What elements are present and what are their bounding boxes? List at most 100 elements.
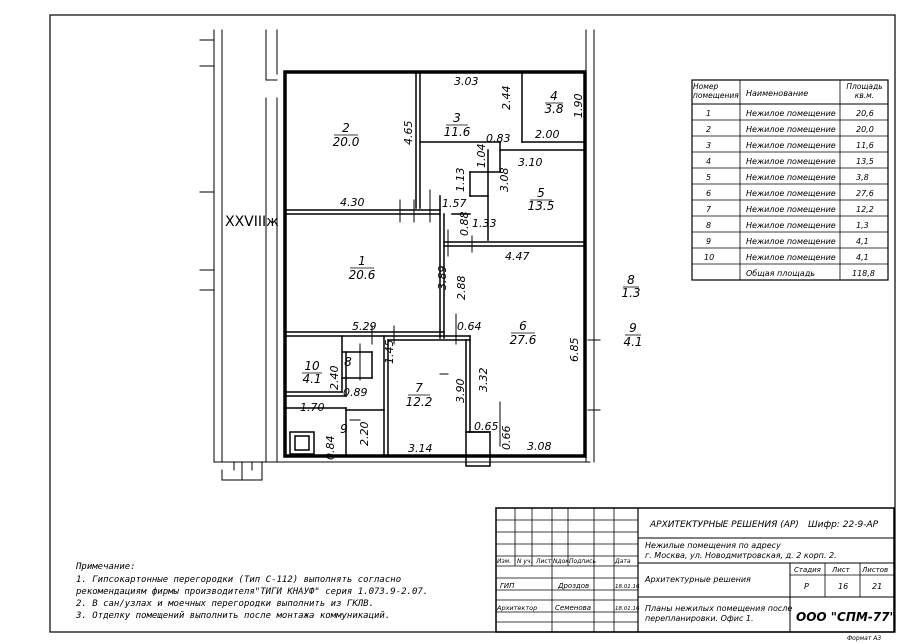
table-row-10-area: 4,1 <box>856 253 869 262</box>
dim-0-66: 0.66 <box>500 426 513 451</box>
table-row-1-name: Нежилое помещение <box>746 109 836 118</box>
dim-2-44: 2.44 <box>500 86 513 111</box>
floor-plan <box>199 29 601 481</box>
room-5-area: 13.5 <box>528 199 555 213</box>
role-architect: Архитектор <box>496 604 537 612</box>
sheet-frame <box>49 14 896 633</box>
dim-3-03: 3.03 <box>454 75 479 88</box>
date-row1: 18.01.16 <box>615 584 640 590</box>
sheet-format: Формат А3 <box>847 635 881 642</box>
room-9-area: 4.1 <box>623 335 642 349</box>
date-row2: 18.01.16 <box>615 606 640 612</box>
room-9-small-label: 9 <box>340 422 348 436</box>
room-8-number: 8 <box>627 273 635 287</box>
room-5-number: 5 <box>537 186 545 200</box>
notes-line-4: 3. Отделку помещений выполнить после мон… <box>75 611 390 621</box>
room-1-area: 20.6 <box>349 268 376 282</box>
dim-0-84: 0.84 <box>324 436 337 461</box>
dim-0-83: 0.83 <box>486 132 511 145</box>
table-row-7-name: Нежилое помещение <box>746 205 836 214</box>
table-total-label: Общая площадь <box>746 269 815 278</box>
table-row-9-number: 9 <box>706 237 711 246</box>
dim-3-90: 3.90 <box>454 379 467 404</box>
table-row-9-name: Нежилое помещение <box>746 237 836 246</box>
notes-line-3: 2. В сан/узлах и моечных перегородки вып… <box>76 599 374 609</box>
col-head-data: Дата <box>614 558 631 565</box>
notes-line-1: 1. Гипсокартонные перегородки (Тип С-112… <box>76 575 401 585</box>
project-code: Шифр: 22-9-АР <box>808 520 879 530</box>
notes-block: Примечание: 1. Гипсокартонные перегородк… <box>75 562 428 621</box>
dim-3-89: 3.89 <box>436 266 449 291</box>
table-header-number: Номер помещения <box>693 82 739 100</box>
dim-4-47: 4.47 <box>505 250 530 263</box>
room-4-area: 3.8 <box>544 102 563 116</box>
notes-line-2: рекомендациям фирмы производителя"ТИГИ К… <box>75 587 428 597</box>
table-row-8-area: 1,3 <box>856 221 869 230</box>
dim-4-65: 4.65 <box>402 121 415 146</box>
name-semenova: Семенова <box>555 604 591 612</box>
table-row-8-name: Нежилое помещение <box>746 221 836 230</box>
table-row-10-name: Нежилое помещение <box>746 253 836 262</box>
room-9-number: 9 <box>629 321 637 335</box>
notes-title: Примечание: <box>75 562 136 572</box>
dim-0-65: 0.65 <box>474 420 499 433</box>
dim-1-90: 1.90 <box>572 94 585 119</box>
col-head-podpis: Подпись <box>569 558 596 565</box>
col-head-nuch: N уч. <box>517 558 532 565</box>
room-10-area: 4.1 <box>302 372 321 386</box>
sheet-label: Лист <box>831 566 851 574</box>
table-row-1-area: 20,6 <box>856 109 874 118</box>
table-row-3-name: Нежилое помещение <box>746 141 836 150</box>
company-name: ООО "СПМ-77" <box>796 610 896 624</box>
table-row-1-number: 1 <box>706 109 711 118</box>
dim-1-33: 1.33 <box>472 217 497 230</box>
door-ticks <box>349 189 601 447</box>
dim-1-45: 1.45 <box>383 340 396 365</box>
dim-1-13: 1.13 <box>454 168 467 193</box>
table-row-7-number: 7 <box>706 205 712 214</box>
plan-title-1: Планы нежилых помещения после <box>645 604 792 613</box>
table-row-10-number: 10 <box>704 253 714 262</box>
dim-3-08-bottom: 3.08 <box>527 440 552 453</box>
table-row-2-number: 2 <box>706 125 711 134</box>
dim-2-00: 2.00 <box>535 128 560 141</box>
table-row-3-area: 11,6 <box>856 141 874 150</box>
room-labels: 1 20.6 2 20.0 3 11.6 4 3.8 5 13.5 6 27.6… <box>302 89 643 436</box>
room-1-number: 1 <box>358 254 366 268</box>
dim-0-64: 0.64 <box>457 320 482 333</box>
table-header-area: Площадь кв.м. <box>846 82 883 100</box>
partitions <box>286 73 584 467</box>
dimension-labels: 3.03 4.65 2.44 1.90 0.83 2.00 1.04 3.10 … <box>300 75 585 460</box>
dim-1-04: 1.04 <box>475 144 488 169</box>
dim-3-32: 3.32 <box>477 368 490 393</box>
dim-4-30: 4.30 <box>340 196 365 209</box>
dim-6-85: 6.85 <box>568 338 581 363</box>
stage-label: Стадия <box>794 566 821 574</box>
dim-2-40: 2.40 <box>328 366 341 391</box>
table-row-4-number: 4 <box>706 157 711 166</box>
table-row-6-number: 6 <box>706 189 711 198</box>
col-head-izm: Изм. <box>497 558 511 565</box>
room-3-number: 3 <box>453 111 461 125</box>
table-row-5-area: 3,8 <box>856 173 869 182</box>
room-4-number: 4 <box>550 89 558 103</box>
sheet-value: 16 <box>838 582 848 591</box>
table-row-5-name: Нежилое помещение <box>746 173 836 182</box>
col-head-list: Лист <box>535 558 552 565</box>
dim-2-88: 2.88 <box>455 276 468 301</box>
room-8-small-label: 8 <box>344 355 352 369</box>
table-row-2-name: Нежилое помещение <box>746 125 836 134</box>
stage-value: Р <box>804 582 809 591</box>
room-6-number: 6 <box>519 319 527 333</box>
role-gip: ГИП <box>500 582 515 590</box>
title-block <box>495 507 895 633</box>
room-2-area: 20.0 <box>333 135 360 149</box>
room-7-area: 12.2 <box>406 395 433 409</box>
doc-title: Архитектурные решения <box>644 575 751 584</box>
table-row-8-number: 8 <box>706 221 711 230</box>
room-7-number: 7 <box>415 381 423 395</box>
table-row-2-area: 20,0 <box>856 125 874 134</box>
axis-label: XXVIIIж <box>225 214 279 230</box>
plan-title-2: перепланировки. Офис 1. <box>645 614 754 623</box>
